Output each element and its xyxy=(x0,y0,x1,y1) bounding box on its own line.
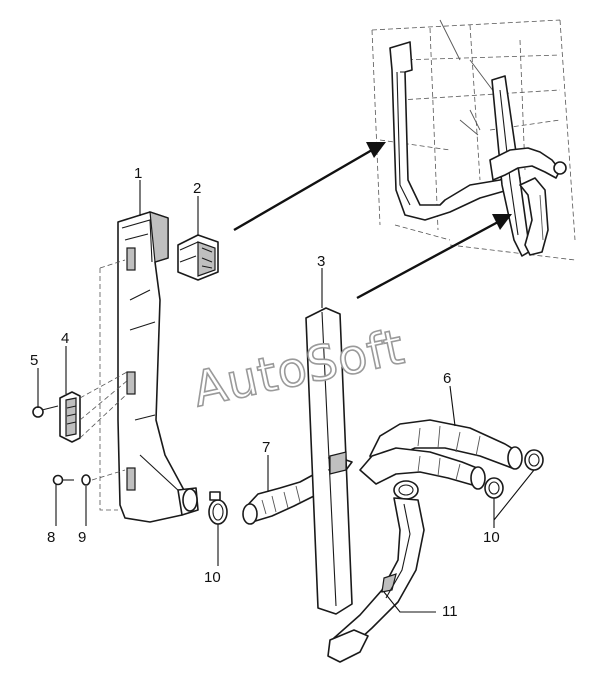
callout-4: 4 xyxy=(61,330,69,347)
part-11-lower-duct xyxy=(327,480,425,663)
assembly-arrows xyxy=(233,142,512,300)
alignment-lines xyxy=(79,259,129,511)
part-1-vertical-duct xyxy=(117,211,199,523)
watermark: AutoSoft xyxy=(188,319,409,418)
part-10-clamp-left xyxy=(208,491,228,525)
callout-2: 2 xyxy=(193,180,201,197)
part-5-screw xyxy=(32,405,59,418)
part-8-bolt xyxy=(52,474,74,486)
callout-1: 1 xyxy=(134,165,142,182)
leader-lines xyxy=(37,180,535,613)
callout-labels: 1 2 3 4 5 6 7 8 9 10 10 11 xyxy=(30,165,500,620)
callout-5: 5 xyxy=(30,352,38,369)
part-10-clamps-right xyxy=(484,449,544,499)
callout-9: 9 xyxy=(78,529,86,546)
part-3-long-duct xyxy=(305,307,353,615)
part-9-washer xyxy=(81,474,91,486)
vehicle-interior-context xyxy=(371,19,576,261)
callout-6: 6 xyxy=(443,370,451,387)
part-6-twin-hoses xyxy=(359,419,523,490)
callout-10-right: 10 xyxy=(483,529,500,546)
part-4-side-vent xyxy=(59,391,81,443)
callout-3: 3 xyxy=(317,253,325,270)
callout-7: 7 xyxy=(262,439,270,456)
callout-10-left: 10 xyxy=(204,569,221,586)
callout-8: 8 xyxy=(47,529,55,546)
part-2-vent-outlet xyxy=(177,234,219,281)
callout-11: 11 xyxy=(442,603,458,620)
